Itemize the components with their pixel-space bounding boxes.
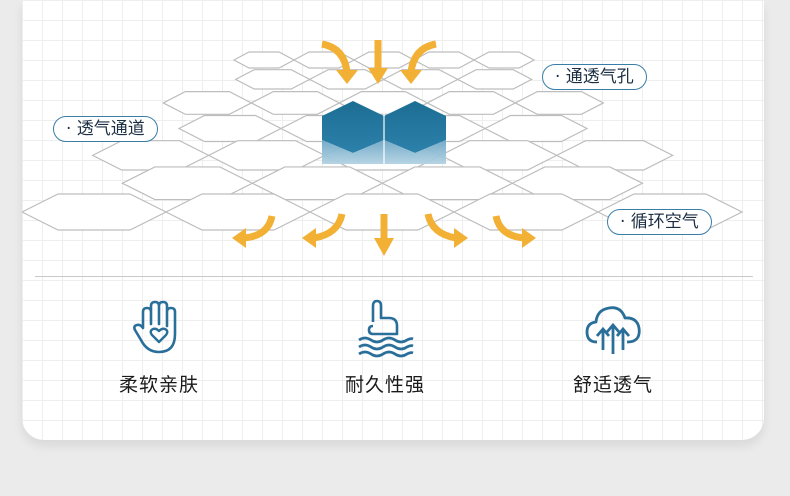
honeycomb-cell <box>472 51 536 69</box>
honeycomb-cell <box>514 91 605 115</box>
callout-air-channel: · 透气通道 <box>53 116 158 142</box>
honeycomb-cell <box>207 140 326 171</box>
honeycomb-cell <box>22 193 168 231</box>
callout-air-holes: · 通透气孔 <box>542 64 647 90</box>
honeycomb-cell <box>177 114 283 143</box>
feature-soft: 柔软亲肤 <box>79 298 239 397</box>
feature-durable: 耐久性强 <box>305 298 465 397</box>
honeycomb-cell <box>232 51 296 69</box>
honeycomb-cell <box>234 69 311 90</box>
honeycomb-cell <box>162 91 253 115</box>
honeycomb-cell <box>456 69 533 90</box>
cloud-arrows-icon <box>585 306 641 354</box>
section-divider <box>35 276 753 277</box>
outflow-arrows-icon <box>232 213 536 256</box>
honeycomb-cell <box>352 51 416 69</box>
mesh-block-icon <box>322 101 446 164</box>
honeycomb-cell <box>483 114 589 143</box>
honeycomb-cell <box>382 69 459 90</box>
inflow-arrows-icon <box>321 40 437 84</box>
honeycomb-cell <box>426 91 517 115</box>
honeycomb-cell <box>439 140 558 171</box>
honeycomb-cell <box>555 140 674 171</box>
honeycomb-cell <box>91 140 210 171</box>
hand-heart-icon <box>133 300 177 354</box>
feature-label-durable: 耐久性强 <box>344 374 425 396</box>
callout-air-circulation: · 循环空气 <box>607 209 712 235</box>
honeycomb-cell <box>250 91 341 115</box>
feature-breathable: 舒适透气 <box>533 298 693 397</box>
finger-press-icon <box>358 299 414 358</box>
honeycomb-cell <box>412 51 476 69</box>
feature-label-breathable: 舒适透气 <box>572 374 653 396</box>
feature-label-soft: 柔软亲肤 <box>118 374 199 396</box>
product-feature-card: · 通透气孔 · 透气通道 · 循环空气 柔软亲肤 耐久性强 舒适透气 <box>22 0 764 440</box>
